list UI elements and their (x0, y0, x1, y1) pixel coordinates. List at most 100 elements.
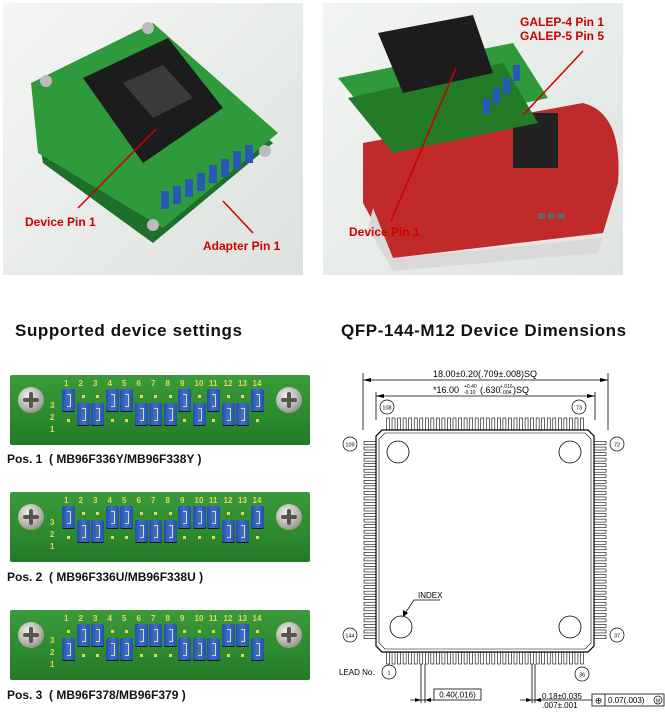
lead (363, 563, 377, 567)
adapter-illustration (31, 22, 278, 243)
lead (593, 579, 607, 584)
lead (430, 417, 435, 431)
jumper-number: 1 (64, 614, 69, 623)
lead (558, 417, 562, 431)
header-pin (67, 536, 70, 539)
jumper-13-pos-1-2[interactable] (236, 403, 249, 425)
lead (502, 651, 507, 665)
jumper-number: 13 (238, 496, 247, 505)
lead (593, 446, 607, 451)
lead (397, 651, 401, 665)
header-pin (139, 654, 143, 657)
jumper-12-pos-2-3[interactable] (221, 624, 235, 646)
lead (593, 457, 607, 462)
jumper-3-pos-1-2[interactable] (91, 403, 104, 425)
lead (363, 629, 377, 634)
mmc-symbol: M (656, 699, 660, 705)
jumper-10-pos-1-2[interactable] (192, 638, 206, 660)
jumper-6-pos-2-3[interactable] (134, 624, 148, 646)
jumper-5-pos-1-2[interactable] (120, 638, 133, 660)
jumper-2-pos-1-2[interactable] (76, 403, 90, 425)
header-pin (67, 419, 70, 422)
jumper-number: 5 (122, 614, 127, 623)
jumper-8-pos-2-3[interactable] (163, 624, 177, 646)
adapter-pin1-callout: Adapter Pin 1 (203, 239, 281, 253)
lead (593, 507, 607, 512)
jumper-14-pos-1-2[interactable] (250, 638, 264, 660)
jumper-number: 12 (223, 614, 233, 623)
lead (593, 468, 607, 473)
jumper-7-pos-2-3[interactable] (149, 624, 162, 646)
lead (569, 417, 573, 431)
lead (558, 651, 562, 665)
jumper-number: 1 (64, 496, 69, 505)
lead (593, 585, 607, 589)
jumper-14-pos-2-3[interactable] (250, 389, 264, 411)
jumper-2-pos-1-2[interactable] (76, 520, 90, 542)
jumper-3-pos-1-2[interactable] (91, 520, 104, 542)
svg-text:109: 109 (345, 443, 354, 449)
jumper-10-pos-1-2[interactable] (192, 403, 206, 425)
jumper-5-pos-2-3[interactable] (120, 389, 133, 411)
jumper-4-pos-2-3[interactable] (105, 506, 119, 528)
jumper-number: 14 (252, 379, 262, 388)
lead (593, 618, 607, 623)
programmer-illustration (338, 15, 619, 271)
jumper-11-pos-1-2[interactable] (207, 638, 220, 660)
lead (530, 651, 534, 665)
jumper-13-pos-2-3[interactable] (236, 624, 249, 646)
lead-number-label: LEAD No. (339, 668, 375, 677)
jumper-number: 14 (252, 614, 262, 623)
jumper-14-pos-2-3[interactable] (250, 506, 264, 528)
jumper-9-pos-1-2[interactable] (178, 638, 191, 660)
jumper-4-pos-2-3[interactable] (105, 389, 119, 411)
lead (593, 596, 607, 600)
jumper-number: 2 (78, 614, 83, 623)
lead (469, 651, 473, 665)
jumper-1-pos-2-3[interactable] (62, 506, 75, 528)
jumper-2-pos-2-3[interactable] (76, 624, 90, 646)
jumper-7-pos-1-2[interactable] (149, 403, 162, 425)
jumper-1-pos-1-2[interactable] (62, 638, 75, 660)
lead (593, 502, 607, 506)
row-label: 2 (50, 648, 55, 657)
jumper-9-pos-2-3[interactable] (178, 389, 191, 411)
jumper-5-pos-2-3[interactable] (120, 506, 133, 528)
jumper-number: 7 (151, 614, 156, 623)
jumper-1-pos-2-3[interactable] (62, 389, 75, 411)
jumper-12-pos-1-2[interactable] (221, 403, 235, 425)
jumper-7-pos-1-2[interactable] (149, 520, 162, 542)
jumper-number: 3 (93, 614, 98, 623)
pitch-label: 0.40(.016) (439, 691, 476, 700)
lead (485, 417, 490, 431)
row-label: 3 (50, 401, 55, 410)
jumper-number: 14 (252, 496, 262, 505)
lead (413, 417, 418, 431)
jumper-13-pos-1-2[interactable] (236, 520, 249, 542)
jumper-6-pos-1-2[interactable] (134, 403, 148, 425)
jumper-11-pos-2-3[interactable] (207, 389, 220, 411)
index-label: INDEX (418, 591, 443, 600)
jumper-9-pos-2-3[interactable] (178, 506, 191, 528)
lead (363, 518, 377, 523)
jumper-3-pos-2-3[interactable] (91, 624, 104, 646)
lead (425, 651, 429, 665)
jumper-12-pos-1-2[interactable] (221, 520, 235, 542)
jumper-8-pos-1-2[interactable] (163, 403, 177, 425)
jumper-number: 4 (107, 614, 112, 623)
jumper-number: 5 (122, 496, 127, 505)
jumper-6-pos-1-2[interactable] (134, 520, 148, 542)
jumper-8-pos-1-2[interactable] (163, 520, 177, 542)
pin-1: 1 (381, 664, 397, 680)
lead (593, 607, 607, 612)
jumper-4-pos-1-2[interactable] (105, 638, 119, 660)
inner-dimension-inch: (.630 (480, 385, 501, 395)
lead (452, 417, 457, 431)
lead (363, 607, 377, 612)
header-pin (154, 395, 157, 398)
header-pin (81, 395, 85, 398)
lead (593, 557, 607, 562)
jumper-10-pos-2-3[interactable] (192, 506, 206, 528)
jumper-11-pos-2-3[interactable] (207, 506, 220, 528)
